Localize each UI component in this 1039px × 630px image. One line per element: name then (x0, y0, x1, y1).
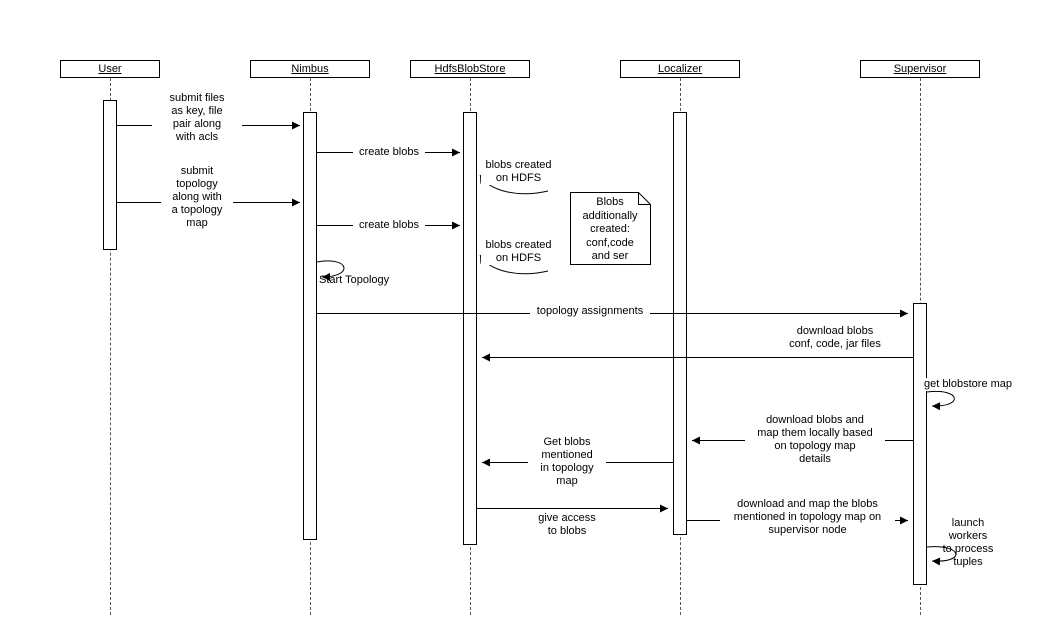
actor-head-nimbus: Nimbus (250, 60, 370, 78)
activation-nimbus (303, 112, 317, 540)
label-download-blobs-map-locally: download blobs and map them locally base… (745, 414, 885, 466)
label-topology-assignments: topology assignments (530, 305, 650, 318)
label-launch-workers: launch workers to process tuples (942, 517, 994, 568)
activation-localizer (673, 112, 687, 535)
label-blobs-created-2: blobs created on HDFS (481, 239, 556, 265)
label-create-blobs-1: create blobs (353, 146, 425, 159)
actor-name-localizer: Localizer (657, 63, 703, 75)
actor-head-user: User (60, 60, 160, 78)
activation-user (103, 100, 117, 250)
actor-name-user: User (98, 63, 122, 75)
label-submit-files: submit files as key, file pair along wit… (152, 92, 242, 144)
actor-head-hdfsblobstore: HdfsBlobStore (410, 60, 530, 78)
label-download-blobs: download blobs conf, code, jar files (780, 325, 890, 351)
label-give-access: give access to blobs (528, 512, 606, 538)
lifeline-user (110, 78, 111, 615)
label-submit-topology: submit topology along with a topology ma… (161, 165, 233, 230)
actor-head-localizer: Localizer (620, 60, 740, 78)
label-create-blobs-2: create blobs (353, 219, 425, 232)
label-download-and-map: download and map the blobs mentioned in … (720, 498, 895, 537)
label-get-blobs: Get blobs mentioned in topology map (528, 436, 606, 488)
label-start-topology: Start Topology (319, 274, 390, 286)
actor-head-supervisor: Supervisor (860, 60, 980, 78)
actor-name-hdfsblobstore: HdfsBlobStore (434, 63, 506, 75)
note-text: Blobs additionally created: conf,code an… (582, 196, 638, 262)
activation-supervisor (913, 303, 927, 585)
activation-hdfsblobstore (463, 112, 477, 545)
label-get-blobstore-map: get blobstore map (918, 378, 1018, 391)
arrow-get-blobstore-map-self (926, 390, 955, 411)
label-blobs-created-1: blobs created on HDFS (481, 159, 556, 185)
actor-name-supervisor: Supervisor (893, 63, 947, 75)
actor-name-nimbus: Nimbus (291, 63, 329, 75)
